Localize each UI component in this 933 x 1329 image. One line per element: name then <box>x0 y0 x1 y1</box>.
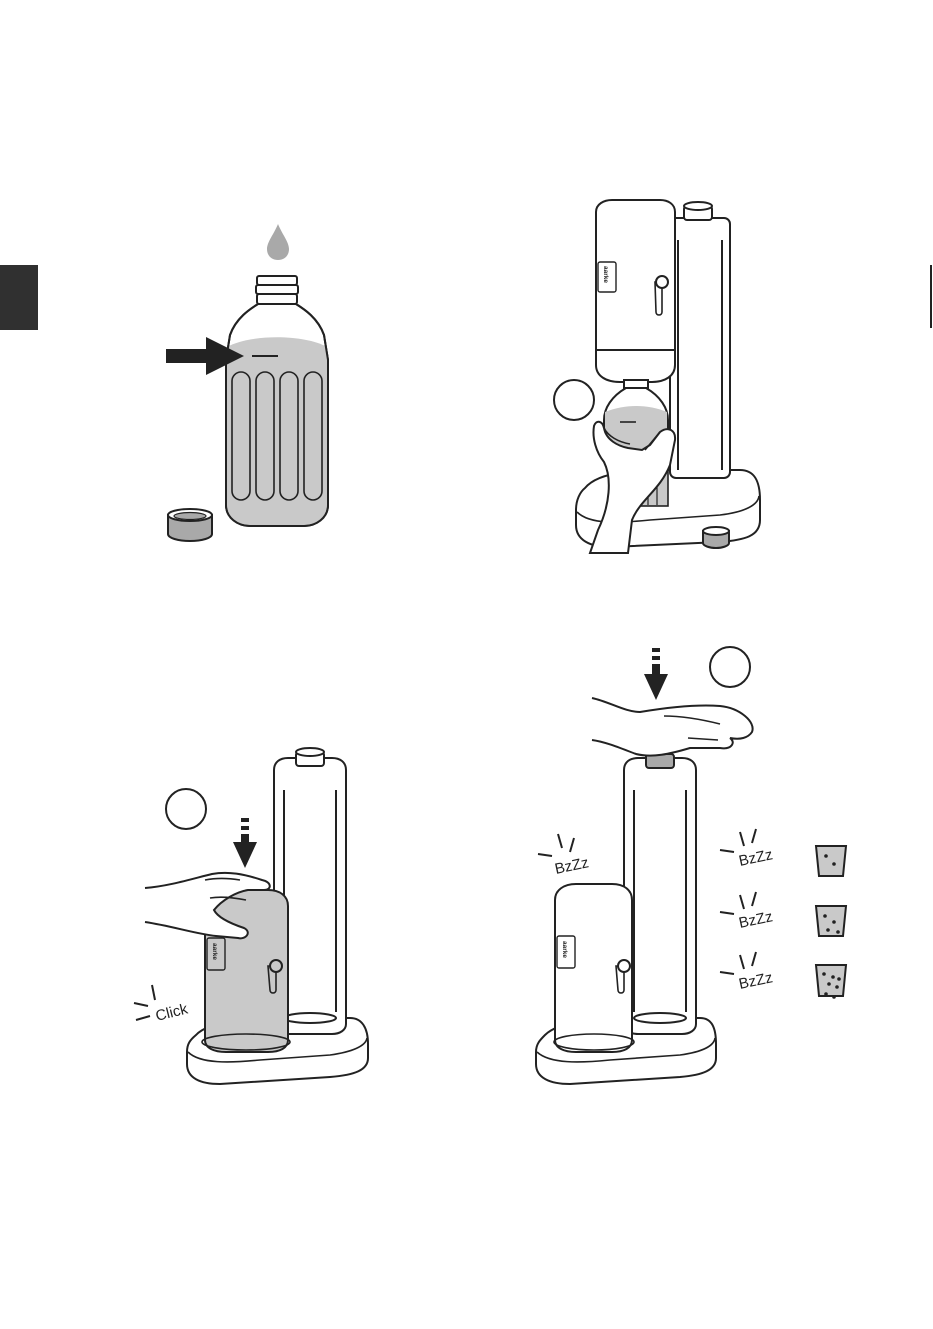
brand-label: aarke <box>602 266 609 283</box>
glass-icon <box>816 965 846 996</box>
brand-label: aarke <box>211 943 218 960</box>
click-sound-text: Click <box>154 1000 190 1024</box>
buzz-sound-marks <box>538 834 574 856</box>
step-insert-bottle: aarke <box>554 200 760 553</box>
bubble <box>835 985 839 989</box>
step-circle-icon <box>710 647 750 687</box>
bubble <box>826 928 830 932</box>
press-down-arrow-icon <box>233 818 257 868</box>
glass-icon <box>816 846 846 876</box>
bubble <box>832 862 836 866</box>
machine-column <box>670 202 730 478</box>
bubble <box>824 992 828 996</box>
buzz-sound-text: BzZz <box>553 854 590 878</box>
bubble <box>832 995 836 999</box>
bubble <box>827 982 831 986</box>
water-drop-icon <box>267 224 289 260</box>
bottle-cap-icon <box>703 527 729 548</box>
step-circle-icon <box>554 380 594 420</box>
step-carbonate: aarke BzZz BzZz <box>536 647 846 1084</box>
step-circle-icon <box>166 789 206 829</box>
bubble <box>837 977 841 981</box>
bubble <box>824 854 828 858</box>
bubble <box>823 914 827 918</box>
glass-icon <box>816 906 846 936</box>
press-down-arrow-icon <box>644 648 668 700</box>
bubble <box>831 975 835 979</box>
step-lock-bottle: aarke Click <box>134 748 368 1084</box>
carbonation-level-3: BzZz <box>720 952 846 996</box>
click-sound-marks <box>134 985 155 1020</box>
level-sound-text: BzZz <box>737 846 774 870</box>
machine-column <box>624 754 696 1034</box>
carbonation-level-1: BzZz <box>720 829 846 876</box>
bottle-cap-icon <box>168 509 212 541</box>
level-sound-text: BzZz <box>737 908 774 932</box>
level-sound-text: BzZz <box>737 969 774 993</box>
step-fill-bottle <box>166 224 328 541</box>
hand-icon <box>592 698 753 756</box>
bubble <box>832 920 836 924</box>
bubble <box>822 972 826 976</box>
brand-label: aarke <box>561 941 568 958</box>
bubble <box>836 930 840 934</box>
machine-head <box>596 200 675 382</box>
page-edge-tab <box>0 265 38 330</box>
bottle-holder <box>555 884 632 1052</box>
water-level <box>227 337 327 525</box>
